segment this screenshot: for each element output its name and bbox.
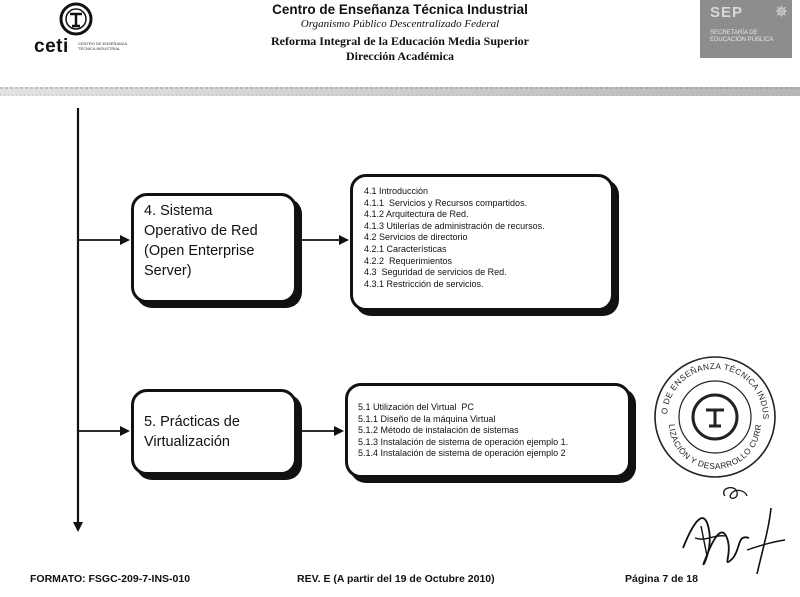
topic-label-line: 4. Sistema — [144, 203, 213, 219]
list-item: 4.1.1 Servicios y Recursos compartidos. — [364, 197, 528, 208]
department-name: Dirección Académica — [345, 49, 455, 63]
topic-box-5 — [131, 389, 297, 475]
detail-list-4: 4.1 Introducción 4.1.1 Servicios y Recur… — [364, 186, 545, 290]
topic-box-4 — [131, 193, 297, 303]
footer-format-code: FORMATO: FSGC-209-7-INS-010 — [30, 573, 191, 585]
topic-label-4: 4. Sistema Operativo de Red (Open Enterp… — [144, 201, 258, 281]
stamp-emblem-icon — [691, 393, 739, 441]
list-item: 5.1.3 Instalación de sistema de operació… — [358, 436, 569, 447]
list-item: 4.3 Seguridad de servicios de Red. — [364, 267, 507, 278]
topic-label-line: Server) — [144, 263, 192, 279]
list-item: 5.1 Utilización del Virtual PC — [358, 402, 474, 412]
topic-label-line: Virtualización — [144, 434, 230, 450]
header-title-block: Centro de Enseñanza Técnica Industrial O… — [200, 2, 600, 64]
detail-list-5: 5.1 Utilización del Virtual PC 5.1.1 Dis… — [358, 402, 568, 460]
handwritten-signature — [682, 486, 786, 575]
institution-name: Centro de Enseñanza Técnica Industrial — [272, 2, 528, 17]
footer-revision: REV. E (A partir del 19 de Octubre 2010) — [297, 573, 495, 585]
detail-box-5 — [345, 383, 631, 478]
topic-label-line: (Open Enterprise — [144, 243, 255, 259]
list-item: 4.1.3 Utilerías de administración de rec… — [364, 220, 545, 231]
sep-logo-text: SEP — [710, 4, 744, 21]
header-separator-band — [0, 87, 800, 96]
sep-logo: SEP ✵ SECRETARÍA DE EDUCACIÓN PÚBLICA — [700, 0, 792, 58]
ceti-logo-emblem — [59, 2, 93, 36]
topic-label-line: Operativo de Red — [144, 223, 258, 239]
ceti-logo-text: ceti — [34, 36, 69, 57]
list-item: 4.1.2 Arquitectura de Red. — [364, 209, 469, 220]
list-item: 5.1.2 Método de instalación de sistemas — [358, 425, 519, 436]
institution-subtitle: Organismo Público Descentralizado Federa… — [300, 18, 500, 30]
list-item: 4.3.1 Restricción de servicios. — [364, 278, 484, 289]
list-item: 4.2.2 Requerimientos — [364, 255, 453, 266]
list-item: 4.2 Servicios de directorio — [364, 232, 468, 243]
topic-label-5: 5. Prácticas de Virtualización — [144, 412, 240, 452]
topic-label-line: 5. Prácticas de — [144, 414, 240, 430]
official-seal-stamp: CENTRO DE ENSEÑANZA TÉCNICA INDUSTRIAL N… — [650, 352, 776, 478]
ceti-logo-tagline: CENTRO DE ENSEÑANZA TÉCNICA INDUSTRIAL — [78, 41, 127, 51]
eagle-crest-icon: ✵ — [774, 4, 788, 21]
sep-logo-subtitle: SECRETARÍA DE EDUCACIÓN PÚBLICA — [710, 30, 774, 43]
list-item: 4.1 Introducción — [364, 186, 429, 196]
program-name: Reforma Integral de la Educación Media S… — [271, 34, 529, 48]
list-item: 5.1.1 Diseño de la máquina Virtual — [358, 413, 496, 424]
list-item: 5.1.4 Instalación de sistema de operació… — [358, 448, 566, 459]
list-item: 4.2.1 Características — [364, 243, 447, 254]
footer-page-number: Página 7 de 18 — [625, 573, 698, 585]
detail-box-4 — [350, 174, 614, 311]
